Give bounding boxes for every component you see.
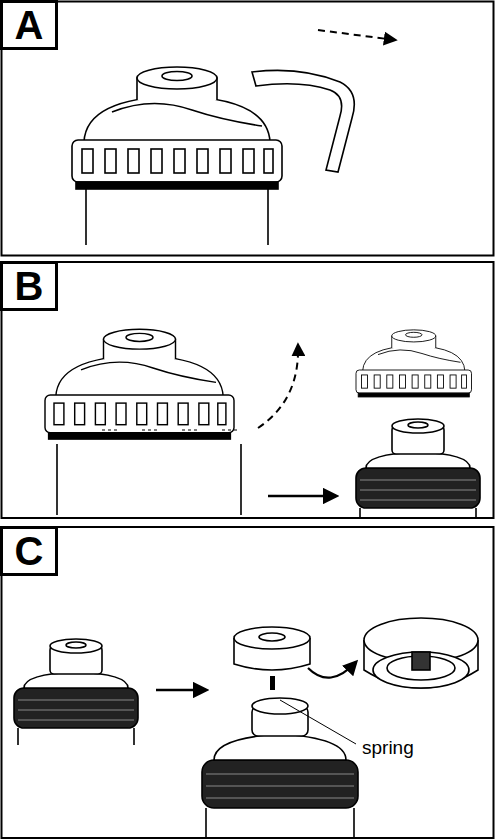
bottle-body <box>18 728 134 745</box>
step-letter-box: B <box>0 261 58 311</box>
bottle-body <box>360 508 476 518</box>
bottle-cap <box>72 67 282 189</box>
step-letter: B <box>15 264 44 308</box>
flip-arrow <box>308 662 356 678</box>
filter-core <box>356 419 480 508</box>
filter-core-open <box>202 698 358 838</box>
valve-cap-inverted <box>364 618 478 688</box>
panel-frame <box>2 2 494 256</box>
step-letter-box: C <box>0 526 58 576</box>
panel-frame <box>2 262 494 518</box>
filter-core <box>14 639 138 728</box>
step-letter: C <box>15 529 44 573</box>
leader-line <box>280 700 356 744</box>
step-arrow <box>156 689 206 691</box>
unscrew-arrow <box>258 345 298 428</box>
bottle-body <box>57 444 241 515</box>
step-letter: A <box>15 3 44 47</box>
spring-symbol <box>270 676 275 690</box>
removed-cap <box>356 330 472 397</box>
bottle-body <box>86 189 268 245</box>
rotation-line <box>102 429 240 430</box>
step-letter-box: A <box>0 0 58 50</box>
pull-arrow <box>318 30 395 40</box>
valve-cap <box>234 627 310 670</box>
step-arrow <box>268 495 336 497</box>
panel-frame <box>2 527 494 838</box>
bottle-cap <box>45 329 234 439</box>
part-label: spring <box>360 737 416 759</box>
